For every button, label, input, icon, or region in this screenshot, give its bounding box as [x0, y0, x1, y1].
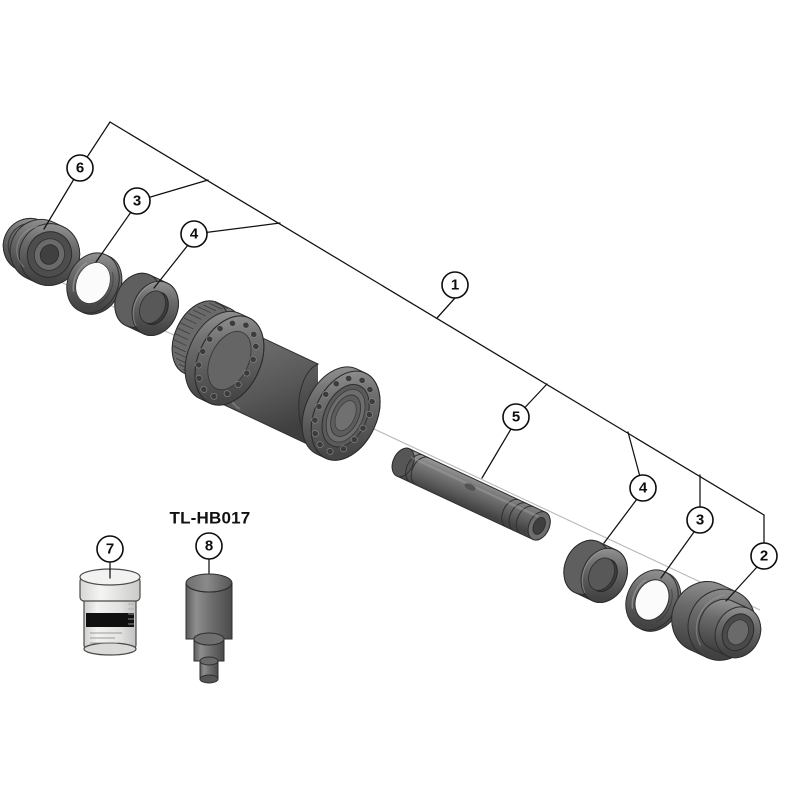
callout-7-number: 7	[106, 541, 114, 558]
part-right-seal-ring	[625, 569, 682, 632]
callout-4-left-number: 4	[190, 226, 199, 243]
callout-6[interactable]: 6	[66, 154, 94, 182]
callout-6-number: 6	[76, 160, 84, 177]
part-grease-jar	[79, 568, 141, 656]
callout-1[interactable]: 1	[441, 271, 469, 299]
callout-5-number: 5	[512, 409, 520, 426]
callout-2[interactable]: 2	[750, 542, 778, 570]
callout-2-number: 2	[760, 548, 768, 565]
callout-3-right[interactable]: 3	[686, 506, 714, 534]
callout-8-number: 8	[205, 538, 213, 555]
callout-leader-lines	[43, 178, 758, 602]
part-left-bearing	[114, 272, 179, 336]
part-left-end-cap	[2, 217, 81, 286]
part-right-end-cap	[671, 581, 762, 661]
part-axle	[391, 447, 551, 541]
callout-4-right[interactable]: 4	[629, 474, 657, 502]
part-right-bearing	[563, 539, 628, 603]
part-left-seal-ring	[66, 252, 123, 315]
tool-code-label: TL-HB017	[170, 509, 251, 528]
part-hub-body	[171, 300, 381, 461]
callout-8[interactable]: 8	[195, 532, 223, 560]
callout-1-number: 1	[451, 277, 459, 294]
part-special-tool	[185, 573, 233, 684]
callout-3-right-number: 3	[696, 512, 704, 529]
callout-5[interactable]: 5	[502, 403, 530, 431]
callout-3-left[interactable]: 3	[123, 187, 151, 215]
callout-3-left-number: 3	[133, 193, 141, 210]
callout-7[interactable]: 7	[96, 535, 124, 563]
callout-4-left[interactable]: 4	[180, 220, 208, 248]
callout-4-right-number: 4	[639, 480, 648, 497]
